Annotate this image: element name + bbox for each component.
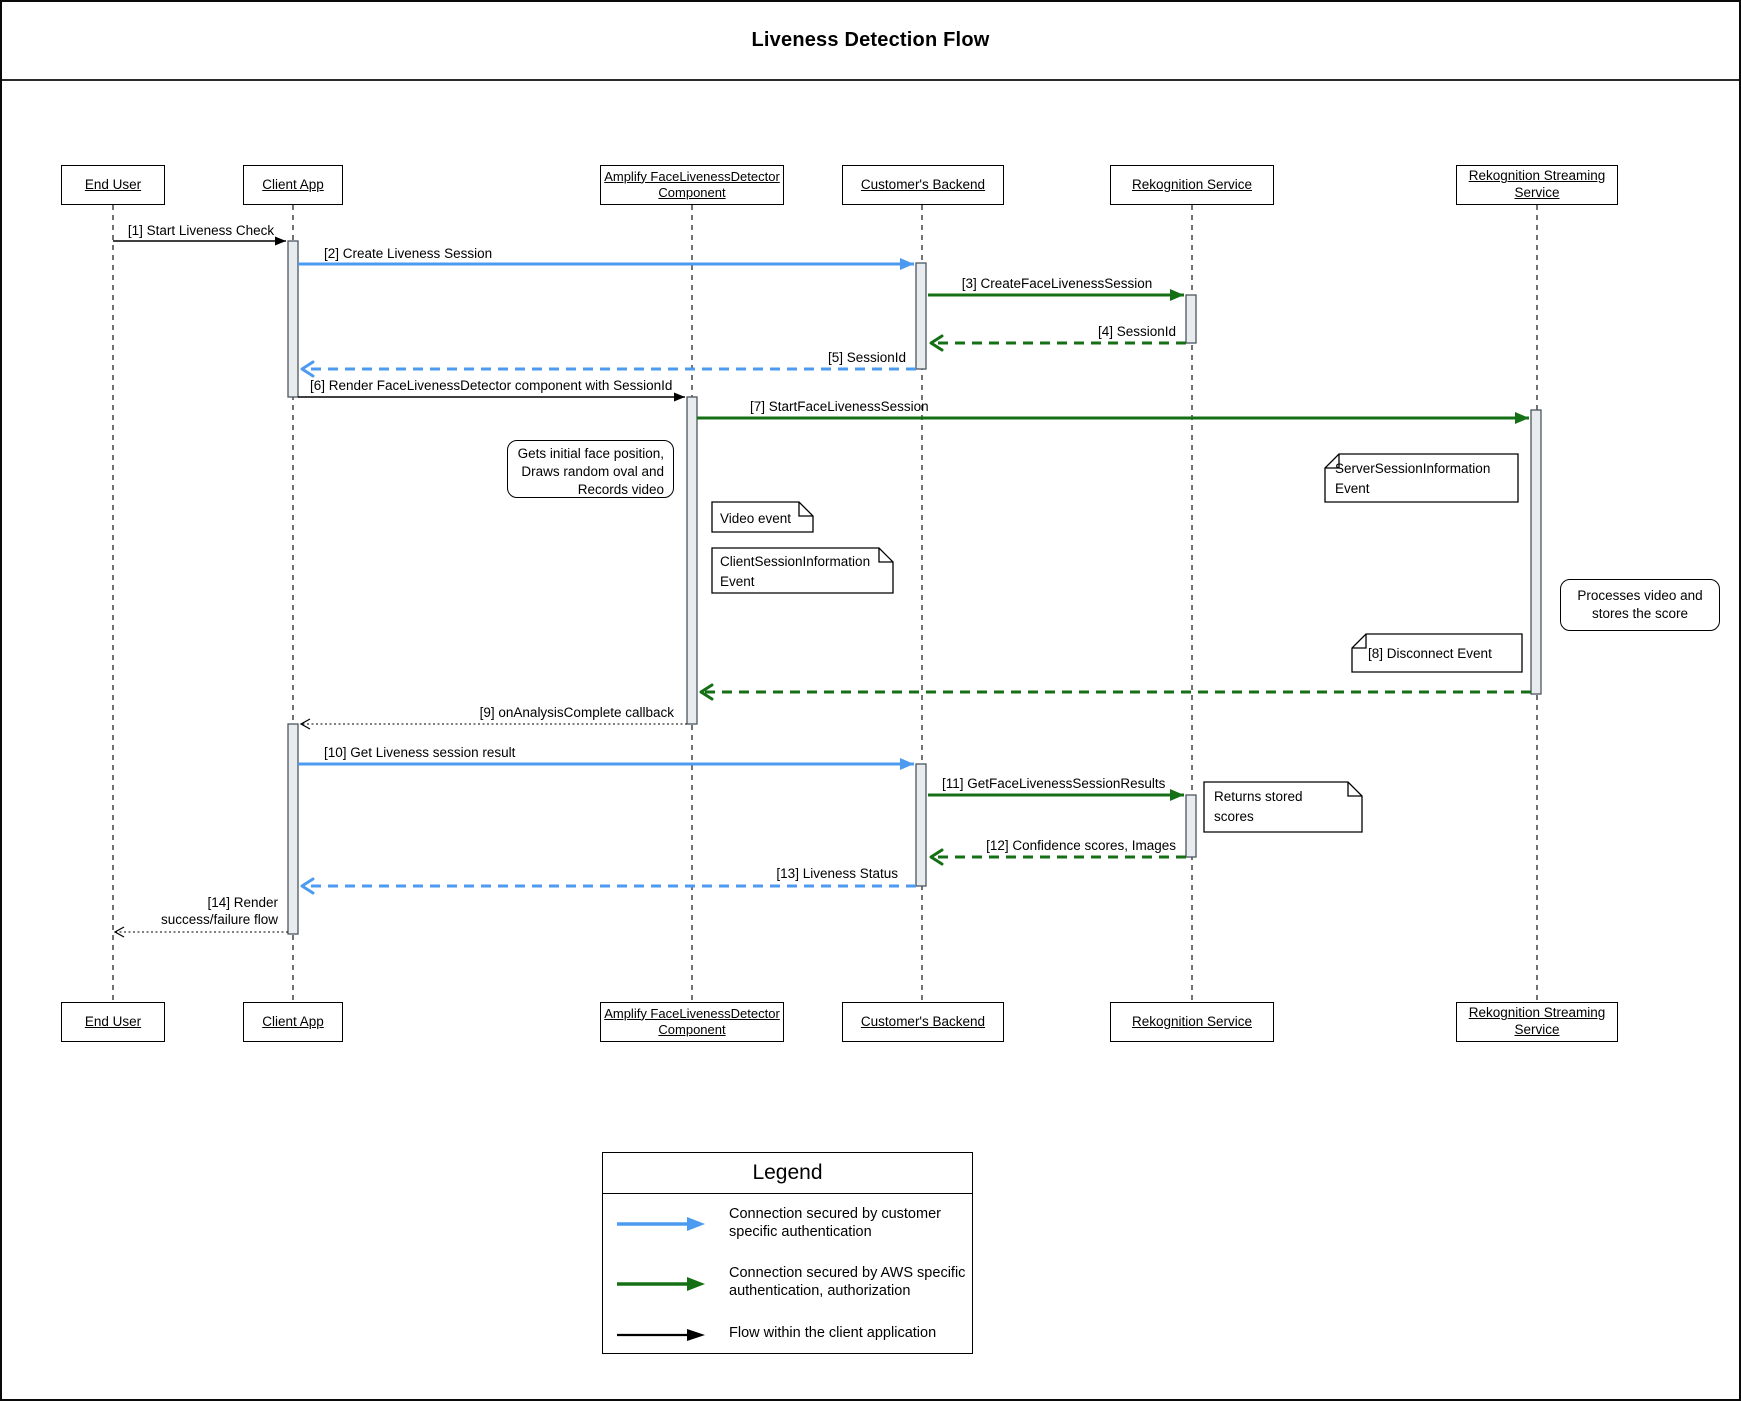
note-disconnect-shape bbox=[1351, 633, 1523, 673]
note-disconnect-fold bbox=[1352, 634, 1367, 649]
legend-item-client-flow: Flow within the client application bbox=[729, 1325, 937, 1341]
note-returns-scores-text: Returns stored scores bbox=[1214, 789, 1303, 824]
actor-label: Customer's Backend bbox=[860, 1013, 986, 1029]
actor-label: End User bbox=[84, 1013, 142, 1029]
activation-client-app-2 bbox=[287, 723, 299, 935]
actor-box-top-rekognition-streaming: Rekognition Streaming Service bbox=[1456, 165, 1618, 205]
note-returns-scores-shape bbox=[1203, 781, 1363, 833]
actor-box-bottom-client-app: Client App bbox=[243, 1002, 343, 1042]
note-server-session-fold bbox=[1325, 454, 1340, 469]
aws-auth-arrow-icon bbox=[617, 1277, 705, 1291]
message-label-14: [14] Render success/failure flow bbox=[160, 895, 278, 927]
note-video-event-text: Video event bbox=[720, 511, 792, 526]
message-label-9: [9] onAnalysisComplete callback bbox=[479, 705, 674, 720]
activation-client-app-1 bbox=[287, 240, 299, 398]
message-label-1: [1] Start Liveness Check bbox=[127, 223, 275, 238]
actor-box-top-end-user: End User bbox=[61, 165, 165, 205]
customer-auth-arrow-icon bbox=[617, 1217, 705, 1231]
actor-label: Rekognition Streaming Service bbox=[1468, 168, 1606, 200]
note-server-session-text: ServerSessionInformation Event bbox=[1335, 461, 1491, 496]
actor-box-bottom-amplify-component: Amplify FaceLivenessDetector Component bbox=[600, 1002, 784, 1042]
activation-bars bbox=[287, 240, 1542, 935]
legend-item-aws-auth: Connection secured by AWS specific authe… bbox=[729, 1265, 966, 1299]
message-label-12: [12] Confidence scores, Images bbox=[986, 838, 1176, 853]
actor-label: Client App bbox=[262, 1013, 324, 1029]
actor-box-top-client-app: Client App bbox=[243, 165, 343, 205]
client-flow-arrow-icon bbox=[617, 1329, 705, 1341]
note-video-event-shape bbox=[711, 501, 814, 533]
activation-backend-2 bbox=[915, 763, 927, 887]
message-label-10: [10] Get Liveness session result bbox=[324, 745, 516, 760]
page-title: Liveness Detection Flow bbox=[751, 29, 990, 51]
legend: Legend Connection secured by customer sp… bbox=[602, 1152, 973, 1354]
actor-label: Rekognition Service bbox=[1131, 176, 1253, 192]
actor-box-top-amplify-component: Amplify FaceLivenessDetector Component bbox=[600, 165, 784, 205]
actor-label: Customer's Backend bbox=[860, 176, 986, 192]
actor-box-bottom-customers-backend: Customer's Backend bbox=[842, 1002, 1004, 1042]
actor-box-top-customers-backend: Customer's Backend bbox=[842, 165, 1004, 205]
note-returns-scores-fold bbox=[1347, 782, 1362, 797]
activation-rekognition-2 bbox=[1185, 794, 1197, 858]
actor-label: Rekognition Service bbox=[1131, 1013, 1253, 1029]
actor-label: Rekognition Streaming Service bbox=[1468, 1005, 1606, 1037]
message-label-5: [5] SessionId bbox=[827, 350, 906, 365]
activation-rekognition-1 bbox=[1185, 294, 1197, 344]
message-label-6: [6] Render FaceLivenessDetector componen… bbox=[310, 378, 673, 393]
note-client-session-shape bbox=[711, 547, 894, 594]
legend-item-customer-auth: Connection secured by customer specific … bbox=[729, 1206, 941, 1240]
note-face-position: Gets initial face position, Draws random… bbox=[507, 440, 674, 498]
note-server-session-shape bbox=[1324, 453, 1519, 503]
activation-amplify bbox=[686, 396, 698, 725]
message-label-4: [4] SessionId bbox=[1097, 324, 1176, 339]
legend-title: Legend bbox=[603, 1153, 972, 1194]
note-client-session-text: ClientSessionInformation Event bbox=[720, 554, 871, 589]
message-label-13: [13] Liveness Status bbox=[776, 866, 898, 881]
actor-label: Client App bbox=[262, 176, 324, 192]
actor-box-bottom-rekognition-service: Rekognition Service bbox=[1110, 1002, 1274, 1042]
actor-label: End User bbox=[84, 176, 142, 192]
actor-box-top-rekognition-service: Rekognition Service bbox=[1110, 165, 1274, 205]
note-video-event-fold bbox=[798, 502, 813, 517]
message-label-7: [7] StartFaceLivenessSession bbox=[750, 399, 929, 414]
message-arrows bbox=[113, 236, 1531, 938]
title-bar: Liveness Detection Flow bbox=[2, 2, 1739, 81]
note-disconnect-text: [8] Disconnect Event bbox=[1368, 646, 1492, 661]
activation-streaming bbox=[1530, 409, 1542, 695]
activation-backend-1 bbox=[915, 262, 927, 370]
actor-box-bottom-rekognition-streaming: Rekognition Streaming Service bbox=[1456, 1002, 1618, 1042]
message-label-2: [2] Create Liveness Session bbox=[324, 246, 493, 261]
note-processes-video: Processes video and stores the score bbox=[1560, 579, 1720, 631]
message-label-11: [11] GetFaceLivenessSessionResults bbox=[942, 776, 1166, 791]
actor-box-bottom-end-user: End User bbox=[61, 1002, 165, 1042]
message-label-3: [3] CreateFaceLivenessSession bbox=[961, 276, 1153, 291]
actor-label: Amplify FaceLivenessDetector Component bbox=[604, 168, 780, 200]
actor-label: Amplify FaceLivenessDetector Component bbox=[604, 1005, 780, 1037]
note-client-session-fold bbox=[878, 548, 893, 563]
note-outlines bbox=[711, 453, 1523, 833]
